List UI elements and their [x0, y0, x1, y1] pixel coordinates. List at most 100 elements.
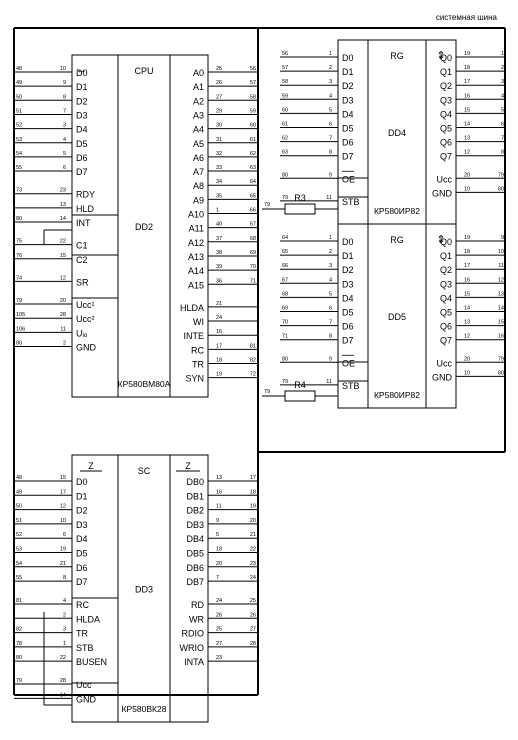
pin-label: A0 — [193, 68, 204, 78]
pin-number: 31 — [216, 137, 222, 143]
pin-external-number: 79 — [498, 356, 504, 362]
pin-external-number: 72 — [250, 372, 256, 378]
pin-external-number: 17 — [250, 475, 256, 481]
pin-label: D0 — [342, 53, 354, 63]
pin-external-number: 63 — [250, 165, 256, 171]
pin-number: 23 — [60, 188, 66, 194]
pin-label: HLDA — [180, 303, 204, 313]
chip-designator: DD5 — [388, 312, 406, 322]
chip-designator: DD4 — [388, 128, 406, 138]
pin-number: 26 — [216, 80, 222, 86]
chip-role: CPU — [134, 66, 153, 76]
pin-label: TR — [192, 359, 204, 369]
pin-label: D0 — [76, 68, 88, 78]
chip-body — [71, 454, 209, 723]
pin-number: 3 — [63, 123, 66, 129]
pin-label: D4 — [342, 109, 354, 119]
pin-external-number: 79 — [264, 202, 270, 208]
pin-label: A13 — [188, 252, 204, 262]
pin-label: D1 — [342, 251, 354, 261]
chip-designator: DD2 — [135, 222, 153, 232]
pin-label: D1 — [76, 491, 88, 501]
pin-number: 18 — [216, 547, 222, 553]
pin-label: Uᵢₒ — [76, 328, 88, 338]
pin-label: Q4 — [440, 109, 452, 119]
pin-number: 27 — [216, 94, 222, 100]
pin-number: 7 — [63, 108, 66, 114]
pin-label: Ucc² — [76, 314, 95, 324]
pin-label: Q0 — [440, 237, 452, 247]
pin-number: 14 — [464, 306, 470, 312]
system-bus — [13, 27, 506, 696]
pin-external-number: 80 — [16, 655, 22, 661]
pin-external-number: 50 — [16, 504, 22, 510]
pin-number: 16 — [464, 93, 470, 99]
pin-label: Q5 — [440, 124, 452, 134]
pin-external-number: 80 — [498, 186, 504, 192]
pin-label: A10 — [188, 210, 204, 220]
pin-external-number: 23 — [250, 561, 256, 567]
pin-number: 1 — [329, 51, 332, 57]
pin-external-number: 15 — [498, 320, 504, 326]
chip-role: RG — [390, 51, 404, 61]
pin-label: A3 — [193, 110, 204, 120]
pin-external-number: 79 — [282, 195, 288, 201]
pin-number: 10 — [60, 66, 66, 72]
pin-external-number: 82 — [16, 627, 22, 633]
pin-number: 8 — [329, 334, 332, 340]
pin-external-number: 58 — [282, 79, 288, 85]
pin-number: 14 — [60, 216, 66, 222]
pin-label: D2 — [342, 81, 354, 91]
updown-arrow-icon: ⇕ — [436, 234, 445, 246]
pin-number: 17 — [60, 489, 66, 495]
pin-external-number: 62 — [282, 136, 288, 142]
pin-number: 12 — [60, 504, 66, 510]
pin-label: Q1 — [440, 67, 452, 77]
pin-number: 19 — [464, 51, 470, 57]
pin-label: INT — [76, 218, 91, 228]
pin-external-number: 68 — [250, 236, 256, 242]
pin-number: 8 — [329, 150, 332, 156]
pin-number: 33 — [216, 165, 222, 171]
pin-external-number: 56 — [282, 51, 288, 57]
pin-external-number: 59 — [250, 108, 256, 114]
pin-label: D6 — [342, 322, 354, 332]
pin-label: DB7 — [186, 577, 204, 587]
pin-label: D7 — [76, 167, 88, 177]
pin-number: 20 — [464, 356, 470, 362]
pin-number: 20 — [60, 298, 66, 304]
pin-number: 12 — [464, 150, 470, 156]
pin-external-number: 74 — [16, 275, 22, 281]
pin-number: 15 — [464, 107, 470, 113]
pin-label: D6 — [76, 563, 88, 573]
pin-number: 9 — [63, 80, 66, 86]
chip-designator: DD3 — [135, 585, 153, 595]
pin-number: 15 — [464, 291, 470, 297]
pin-label: DB6 — [186, 563, 204, 573]
pin-label: D2 — [342, 265, 354, 275]
resistor-r3: R3 79 — [262, 193, 338, 215]
chip-part-number: КР580ИР82 — [374, 206, 420, 216]
tristate-z-label: Z — [88, 461, 94, 471]
pin-external-number: 80 — [282, 172, 288, 178]
pin-number: 11 — [326, 195, 332, 201]
pin-external-number: 79 — [16, 298, 22, 304]
pin-external-number: 22 — [250, 547, 256, 553]
pin-number: 18 — [464, 65, 470, 71]
pin-external-number: 49 — [16, 489, 22, 495]
chip-dd4: RGDD4КР580ИР82D0156D1257D2358D3459D4560D… — [280, 39, 506, 225]
resistor-label: R3 — [294, 193, 306, 203]
pin-number: 28 — [60, 312, 66, 318]
pin-number: 22 — [60, 239, 66, 245]
pin-label: Ucc — [437, 358, 453, 368]
pin-label: A5 — [193, 139, 204, 149]
pin-external-number: 48 — [16, 66, 22, 72]
pin-number: 21 — [216, 301, 222, 307]
pin-number: 13 — [60, 202, 66, 208]
pin-number: 28 — [60, 678, 66, 684]
pin-number: 7 — [329, 320, 332, 326]
pin-label: DB3 — [186, 520, 204, 530]
pin-external-number: 106 — [16, 326, 25, 332]
pin-label: A15 — [188, 280, 204, 290]
